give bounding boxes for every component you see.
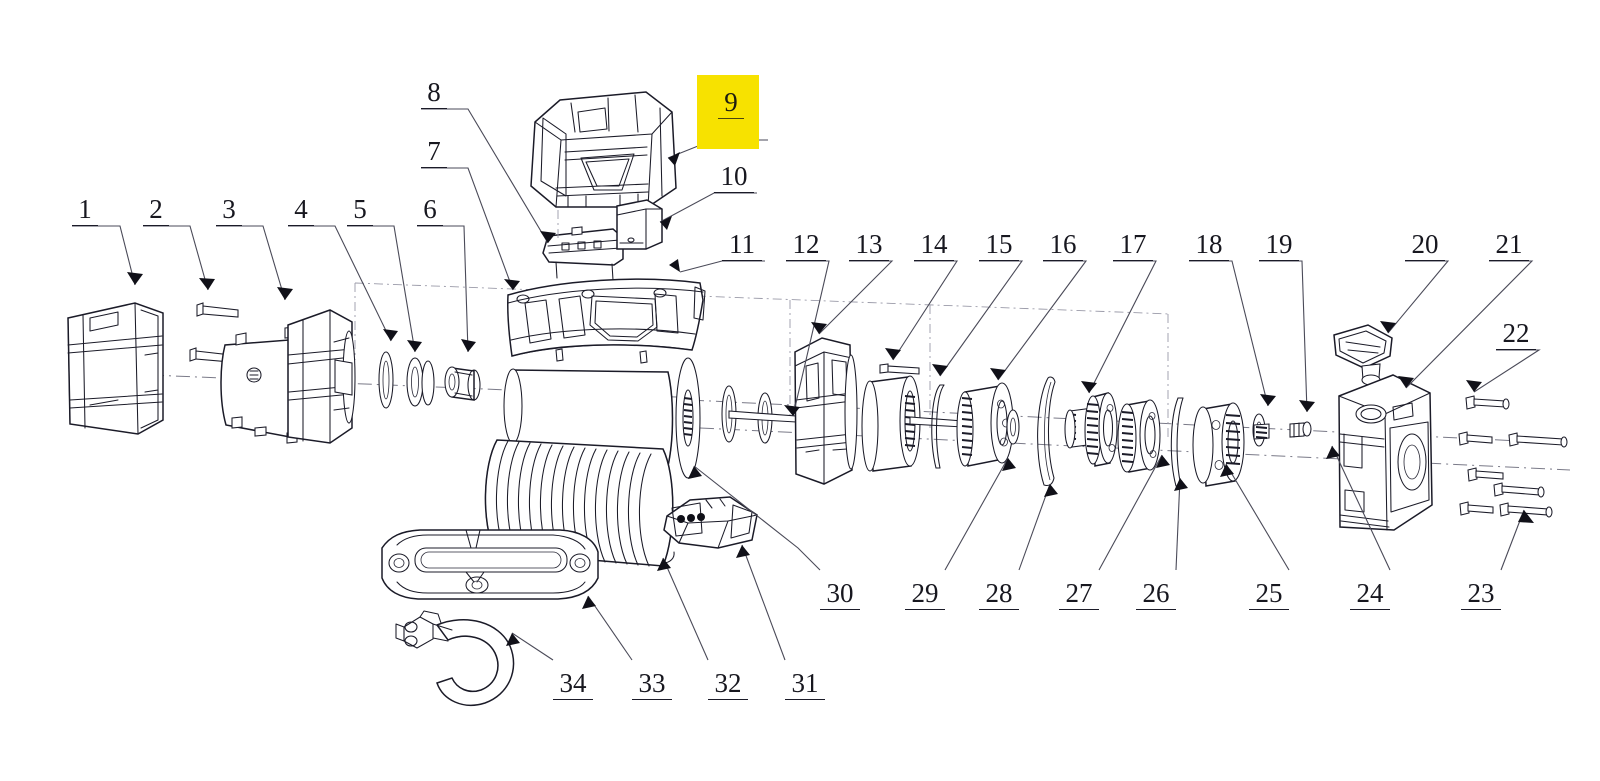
part-solenoid-relay-block: [616, 199, 663, 250]
callout-label-29: 29: [905, 580, 945, 610]
part-planetary-gear-carrier-1: [956, 382, 1014, 467]
part-gearbox-end-housing: [1338, 374, 1433, 531]
callout-label-23: 23: [1461, 580, 1501, 610]
highlight-box-part-9: [697, 75, 759, 149]
part-clutch-lever-knob: [1333, 324, 1393, 405]
part-motor-end-cover: [67, 302, 164, 435]
callout-label-32: 32: [708, 670, 748, 700]
callout-label-4: 4: [288, 196, 314, 226]
part-control-box-cover: [530, 91, 677, 240]
callout-label-25: 25: [1249, 580, 1289, 610]
callout-label-33: 33: [632, 670, 672, 700]
part-clevis-hook: [395, 610, 515, 706]
callout-label-20: 20: [1405, 231, 1445, 261]
callout-label-18: 18: [1189, 231, 1229, 261]
callout-label-17: 17: [1113, 231, 1153, 261]
callout-label-30: 30: [820, 580, 860, 610]
callout-label-9: 9: [718, 89, 744, 119]
part-snap-ring: [1170, 397, 1184, 487]
callout-label-24: 24: [1350, 580, 1390, 610]
callout-label-34: 34: [553, 670, 593, 700]
callout-label-14: 14: [914, 231, 954, 261]
part-ring-gear: [1117, 399, 1161, 473]
part-brake-drum: [861, 363, 964, 472]
callout-label-2: 2: [143, 196, 169, 226]
callout-label-26: 26: [1136, 580, 1176, 610]
part-drum-support-flange: [503, 357, 797, 479]
callout-label-13: 13: [849, 231, 889, 261]
part-motor-end-bracket: [287, 309, 356, 444]
callout-label-12: 12: [786, 231, 826, 261]
callout-label-31: 31: [785, 670, 825, 700]
callout-label-1: 1: [72, 196, 98, 226]
callout-label-5: 5: [347, 196, 373, 226]
part-brake-retaining-ring: [931, 384, 945, 469]
callout-label-27: 27: [1059, 580, 1099, 610]
part-coupler-sleeve: [444, 366, 481, 401]
part-planetary-gear-carrier-2: [1064, 392, 1118, 467]
leader-lines: [72, 108, 1541, 661]
part-control-box-base-plate: [542, 226, 624, 281]
leader-arrowheads: [127, 152, 1534, 646]
callout-label-11: 11: [722, 231, 762, 261]
part-gearbox-housing: [794, 337, 858, 485]
callout-label-10: 10: [714, 163, 754, 193]
part-washer-small: [378, 351, 435, 409]
part-sun-gear-spacer: [1006, 409, 1020, 445]
callout-label-8: 8: [421, 79, 447, 109]
callout-label-6: 6: [417, 196, 443, 226]
part-remote-control-socket: [663, 496, 758, 549]
callout-label-19: 19: [1259, 231, 1299, 261]
part-gasket-seal: [1037, 376, 1056, 487]
callout-label-22: 22: [1496, 320, 1536, 350]
callout-label-3: 3: [216, 196, 242, 226]
callout-label-16: 16: [1043, 231, 1083, 261]
part-thrust-washer: [1252, 413, 1270, 447]
part-ring-gear-outer: [1192, 402, 1245, 487]
callout-label-15: 15: [979, 231, 1019, 261]
callout-label-7: 7: [421, 138, 447, 168]
part-hex-bolts: [1458, 395, 1568, 518]
part-winch-tie-bar: [507, 278, 706, 364]
part-hawse-fairlead: [381, 529, 599, 600]
part-clutch-shift-pin: [1289, 421, 1312, 438]
callout-label-21: 21: [1489, 231, 1529, 261]
callout-label-28: 28: [979, 580, 1019, 610]
